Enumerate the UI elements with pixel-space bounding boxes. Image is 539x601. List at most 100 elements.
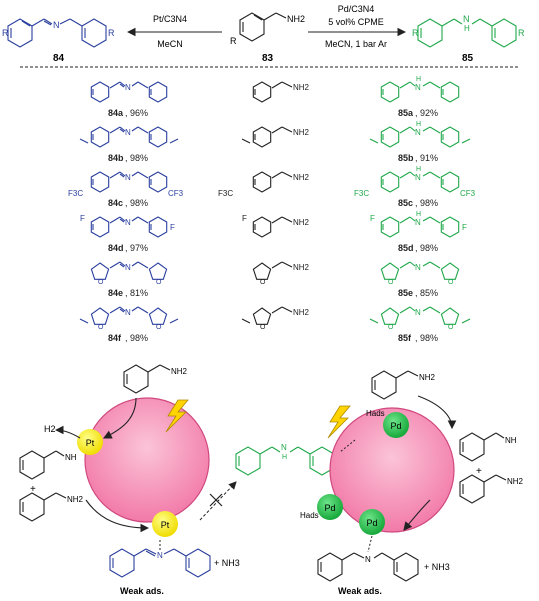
- light-bolt-left-icon: [165, 399, 189, 433]
- pd-particle-bottom: [359, 509, 385, 535]
- amine-id: 85e: [398, 288, 413, 298]
- header-sec-n: N: [463, 14, 470, 24]
- header-label-85: 85: [462, 53, 474, 64]
- weak-ads-left: Weak ads.: [120, 586, 164, 596]
- left-reagent: Pt/C3N4: [153, 14, 187, 24]
- header-r-center: R: [230, 36, 237, 46]
- svg-text:O: O: [448, 324, 454, 331]
- amine-yield: , 91%: [415, 153, 438, 163]
- svg-text:O: O: [260, 324, 266, 331]
- sec-h: H: [416, 211, 421, 218]
- imine-n: N: [125, 263, 131, 272]
- product-85c: NH F3C CF3 85c, 98%: [354, 166, 476, 208]
- imine-yield: , 98%: [125, 333, 148, 343]
- header-row: R N R 84 Pt/C3N4 MeCN R NH2 83 Pd/C3N4 5…: [2, 4, 525, 68]
- svg-text:O: O: [448, 279, 454, 286]
- mech-plus-left: +: [30, 484, 36, 495]
- mech-h2: H2: [44, 424, 56, 434]
- mech-nh2-right: NH2: [507, 477, 524, 486]
- pd-label-top: Pd: [390, 421, 401, 431]
- sec-n: N: [415, 263, 421, 272]
- header-label-83: 83: [262, 53, 274, 64]
- mech-amine-product-right: [317, 552, 419, 582]
- catalyst-sphere-right: [329, 407, 455, 533]
- mech-sec-amine-center: [235, 446, 335, 476]
- arrow-right-top: [417, 395, 457, 430]
- arrow-amine-to-pt: [103, 397, 137, 439]
- amine-yield: , 98%: [415, 198, 438, 208]
- f-left: F: [80, 214, 85, 223]
- pt-label-bottom: Pt: [161, 520, 170, 530]
- hads-top: Hads: [366, 409, 385, 418]
- sec-h: H: [416, 76, 421, 83]
- sec-n: N: [415, 218, 421, 227]
- imine-id: 84d: [108, 243, 124, 253]
- imine-n: N: [125, 83, 131, 92]
- pd-particle-left: [317, 494, 343, 520]
- arrow-to-pt-bottom: [85, 499, 150, 533]
- pt-particle-top: [77, 429, 103, 455]
- mech-benzylamine-right: [459, 474, 507, 504]
- sec-n: N: [415, 128, 421, 137]
- imine-yield: , 97%: [125, 243, 148, 253]
- mech-imine-n-left: N: [157, 551, 163, 560]
- mech-amine-n-right: N: [365, 555, 371, 564]
- imine-id: 84e: [108, 288, 123, 298]
- amine-id: 85c: [398, 198, 413, 208]
- imine-n: N: [125, 308, 131, 317]
- amine-yield: , 98%: [415, 243, 438, 253]
- mech-benzylamine-right-top: [371, 370, 419, 400]
- header-imine-structure: [7, 18, 107, 48]
- mech-nh3-right: + NH3: [424, 562, 450, 572]
- imine-n: N: [125, 173, 131, 182]
- arrow-h2-release: [54, 425, 81, 439]
- mech-benzylamine-left: [19, 492, 67, 522]
- weak-ads-right: Weak ads.: [338, 586, 382, 596]
- hads-left: Hads: [300, 511, 319, 520]
- amine-nh2: NH2: [293, 263, 310, 272]
- pd-particle-top: [383, 412, 409, 438]
- amine-nh2: NH2: [293, 83, 310, 92]
- sec-cf3-left: F3C: [354, 189, 369, 198]
- right-reagent: Pd/C3N4: [338, 4, 375, 14]
- left-solvent: MeCN: [157, 39, 183, 49]
- amine-nh2: NH2: [293, 173, 310, 182]
- header-sec-amine-structure: [417, 18, 517, 48]
- mechanism: Pt Pt NH2 H2 NH + NH2: [19, 364, 524, 596]
- sec-n: N: [415, 308, 421, 317]
- header-r-right: R: [108, 28, 115, 38]
- right-conditions: MeCN, 1 bar Ar: [325, 39, 387, 49]
- header-nh2: NH2: [287, 14, 305, 24]
- amine-nh2: NH2: [293, 128, 310, 137]
- mech-benzylamine-top: [123, 364, 171, 394]
- svg-text:O: O: [156, 279, 162, 286]
- header-imine-n: N: [53, 20, 60, 30]
- sec-f-left: F: [370, 214, 375, 223]
- cf3-right: CF3: [168, 189, 184, 198]
- cross-mark-b: [209, 493, 223, 507]
- imine-id: 84f: [108, 333, 122, 343]
- imine-id: 84a: [108, 108, 124, 118]
- sec-cf3-right: CF3: [460, 189, 476, 198]
- right-additive: 5 vol% CPME: [328, 17, 384, 27]
- svg-text:O: O: [98, 279, 104, 286]
- imine-n: N: [125, 128, 131, 137]
- sec-h: H: [416, 166, 421, 173]
- header-r-green-right: R: [518, 28, 525, 38]
- sec-n: N: [415, 173, 421, 182]
- sec-n: N: [415, 83, 421, 92]
- amine-id: 85d: [398, 243, 414, 253]
